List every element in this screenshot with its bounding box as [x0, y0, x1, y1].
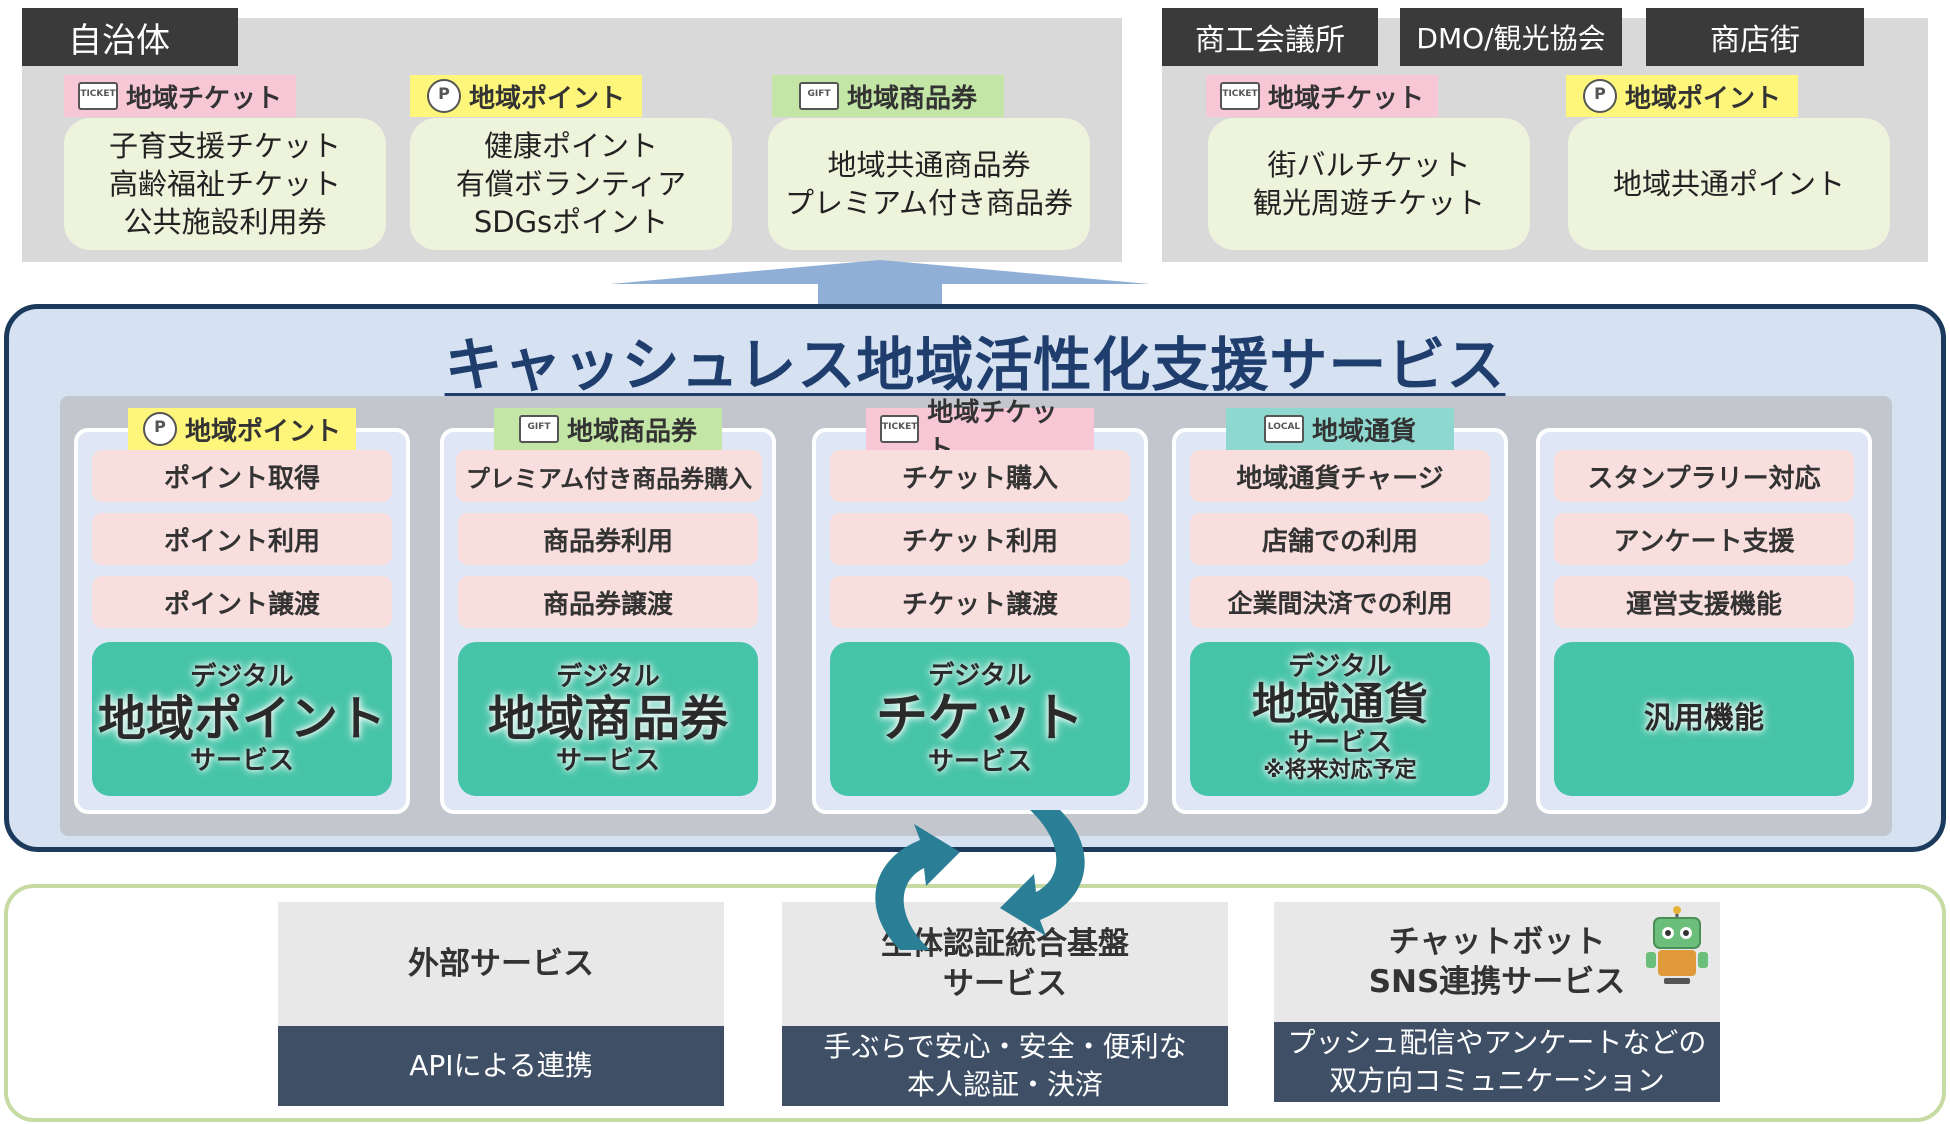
digital-ticket-service: デジタル チケット サービス — [830, 642, 1130, 796]
service-big: 地域商品券 — [487, 691, 728, 747]
service-big: 地域通貨 — [1252, 679, 1428, 730]
chamber-of-commerce-header: 商工会議所 — [1162, 8, 1378, 66]
ticket-icon: TICKET — [78, 82, 118, 110]
local-currency-icon: LOCAL — [1263, 415, 1304, 443]
gift-voucher-icon: GIFT — [798, 82, 839, 110]
service-sub: サービス — [555, 746, 660, 776]
service-note: ※将来対応予定 — [1263, 758, 1417, 783]
card-line: 地域共通商品券 — [827, 148, 1031, 182]
feature-item: 運営支援機能 — [1554, 576, 1854, 628]
card-line: 街バルチケット — [1267, 148, 1471, 182]
chatbot-service-title: チャットボット SNS連携サービス — [1274, 902, 1720, 1022]
feature-item: 店舗での利用 — [1190, 513, 1490, 565]
tag-regional-ticket: TICKET 地域チケット — [1206, 75, 1438, 117]
general-function-service: 汎用機能 — [1554, 642, 1854, 796]
feature-item: スタンプラリー対応 — [1554, 450, 1854, 502]
feature-item: ポイント利用 — [92, 513, 392, 565]
box-title-line: 外部サービス — [408, 946, 594, 982]
chatbot-desc: プッシュ配信やアンケートなどの 双方向コミュニケーション — [1274, 1022, 1720, 1102]
feature-item: 企業間決済での利用 — [1190, 576, 1490, 628]
box-desc-line: APIによる連携 — [409, 1049, 593, 1082]
digital-voucher-service: デジタル 地域商品券 サービス — [458, 642, 758, 796]
feature-item: チケット購入 — [830, 450, 1130, 502]
digital-point-service: デジタル 地域ポイント サービス — [92, 642, 392, 796]
box-title-line: チャットボット — [1388, 924, 1606, 960]
point-coin-icon: P — [142, 412, 177, 446]
feature-item: 商品券利用 — [458, 513, 758, 565]
tag-regional-ticket: TICKET 地域チケット — [866, 398, 1094, 465]
card-municipal-point: 健康ポイント 有償ボランティア SDGsポイント — [410, 118, 732, 250]
tag-label: 地域ポイント — [184, 416, 341, 447]
box-title-line: サービス — [943, 966, 1067, 1002]
service-big: 地域ポイント — [97, 691, 386, 747]
box-desc-line: 手ぶらで安心・安全・便利な — [823, 1030, 1187, 1063]
tag-regional-voucher: GIFT 地域商品券 — [772, 75, 1004, 117]
box-desc-line: 本人認証・決済 — [906, 1068, 1103, 1101]
point-coin-icon: P — [426, 79, 461, 113]
ticket-icon: TICKET — [1220, 82, 1260, 110]
card-line: 有償ボランティア — [455, 167, 687, 201]
main-title: キャッシュレス地域活性化支援サービス — [444, 331, 1506, 399]
tag-label: 地域チケット — [1268, 83, 1425, 114]
card-municipal-voucher: 地域共通商品券 プレミアム付き商品券 — [768, 118, 1090, 250]
feature-item: プレミアム付き商品券購入 — [456, 450, 762, 502]
card-line: 地域共通ポイント — [1612, 167, 1845, 201]
tag-regional-currency: LOCAL 地域通貨 — [1226, 408, 1454, 450]
tag-label: 地域商品券 — [846, 83, 977, 114]
tag-label: 地域チケット — [126, 83, 283, 114]
card-line: 高齢福祉チケット — [108, 167, 341, 201]
card-line: 公共施設利用券 — [123, 205, 327, 239]
tag-label: 地域通貨 — [1311, 416, 1416, 447]
tag-regional-point: P 地域ポイント — [410, 75, 642, 117]
feature-item: チケット利用 — [830, 513, 1130, 565]
service-small: デジタル — [190, 662, 294, 692]
tag-label: 地域商品券 — [566, 416, 697, 447]
gift-voucher-icon: GIFT — [518, 415, 559, 443]
box-desc-line: プッシュ配信やアンケートなどの — [1287, 1026, 1707, 1059]
up-arrow — [610, 260, 1150, 304]
external-service-title: 外部サービス — [278, 902, 724, 1026]
feature-item: ポイント取得 — [92, 450, 392, 502]
service-big: チケット — [875, 689, 1084, 749]
digital-currency-service: デジタル 地域通貨 サービス ※将来対応予定 — [1190, 642, 1490, 796]
service-small: デジタル — [928, 661, 1032, 691]
card-municipal-ticket: 子育支援チケット 高齢福祉チケット 公共施設利用券 — [64, 118, 386, 250]
service-sub: サービス — [189, 746, 294, 776]
tag-label: 地域ポイント — [1624, 83, 1781, 114]
card-line: SDGsポイント — [473, 205, 669, 239]
card-commerce-ticket: 街バルチケット 観光周遊チケット — [1208, 118, 1530, 250]
tag-regional-point: P 地域ポイント — [128, 408, 356, 450]
api-integration-desc: APIによる連携 — [278, 1026, 724, 1106]
dmo-header: DMO/観光協会 — [1400, 8, 1622, 66]
bidirectional-arrows — [875, 810, 1085, 950]
point-coin-icon: P — [1582, 79, 1617, 113]
tag-regional-point: P 地域ポイント — [1566, 75, 1798, 117]
service-small: デジタル — [556, 662, 660, 692]
shopping-street-header: 商店街 — [1646, 8, 1864, 66]
municipality-header: 自治体 — [22, 8, 238, 66]
feature-item: アンケート支援 — [1554, 513, 1854, 565]
robot-icon — [1646, 906, 1708, 984]
service-sub: 汎用機能 — [1644, 701, 1764, 736]
tag-regional-voucher: GIFT 地域商品券 — [494, 408, 722, 450]
card-line: プレミアム付き商品券 — [785, 186, 1073, 220]
box-desc-line: 双方向コミュニケーション — [1329, 1064, 1665, 1097]
ticket-icon: TICKET — [880, 415, 920, 443]
tag-label: 地域ポイント — [468, 83, 625, 114]
card-commerce-point: 地域共通ポイント — [1568, 118, 1890, 250]
card-line: 子育支援チケット — [108, 129, 341, 163]
feature-item: 商品券譲渡 — [458, 576, 758, 628]
service-sub: サービス — [927, 747, 1032, 777]
biometric-desc: 手ぶらで安心・安全・便利な 本人認証・決済 — [782, 1026, 1228, 1106]
biometric-platform-title: 生体認証統合基盤 サービス — [782, 902, 1228, 1026]
tag-regional-ticket: TICKET 地域チケット — [64, 75, 296, 117]
feature-item: 地域通貨チャージ — [1190, 450, 1490, 502]
feature-item: ポイント譲渡 — [92, 576, 392, 628]
service-sub: サービス — [1287, 728, 1392, 758]
box-title-line: SNS連携サービス — [1368, 964, 1626, 1000]
feature-item: チケット譲渡 — [830, 576, 1130, 628]
card-line: 観光周遊チケット — [1252, 186, 1485, 220]
service-small: デジタル — [1288, 652, 1392, 682]
card-line: 健康ポイント — [483, 129, 658, 163]
